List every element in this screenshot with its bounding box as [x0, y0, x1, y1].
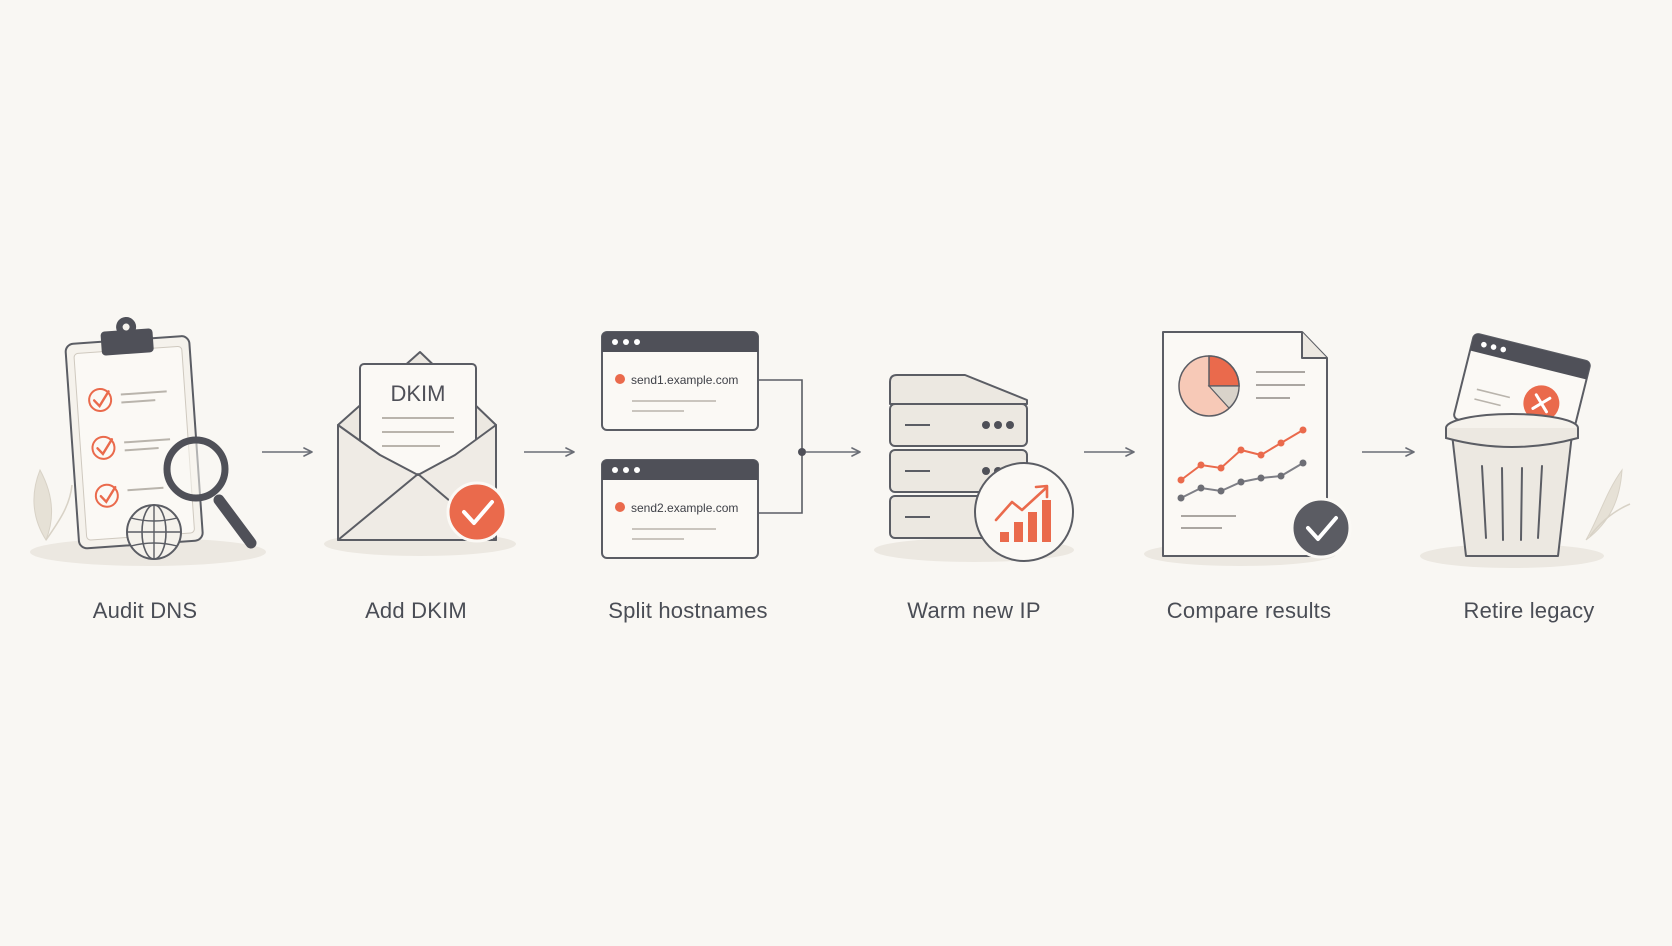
step-label-warm-new-ip: Warm new IP — [907, 598, 1041, 623]
trash-bin-window-icon — [1420, 333, 1631, 568]
server-rising-chart-icon — [874, 374, 1074, 562]
envelope-dkim-check-icon: DKIM — [324, 351, 516, 556]
dkim-card-title: DKIM — [391, 381, 446, 406]
step-label-retire-legacy: Retire legacy — [1463, 598, 1595, 623]
two-browser-windows-icon: send1.example.com send2.example.com — [601, 331, 806, 559]
clipboard-magnifier-globe-icon — [30, 316, 266, 566]
step-label-audit-dns: Audit DNS — [92, 598, 198, 623]
report-charts-check-icon — [1144, 331, 1352, 566]
browser-window-1: send1.example.com — [601, 331, 759, 431]
step-label-split-hostnames: Split hostnames — [608, 598, 768, 623]
step-label-compare-results: Compare results — [1166, 598, 1332, 623]
hostname-1-text: send1.example.com — [631, 373, 738, 387]
step-label-add-dkim: Add DKIM — [365, 598, 467, 623]
hostname-2-text: send2.example.com — [631, 501, 738, 515]
browser-window-2: send2.example.com — [601, 459, 759, 559]
